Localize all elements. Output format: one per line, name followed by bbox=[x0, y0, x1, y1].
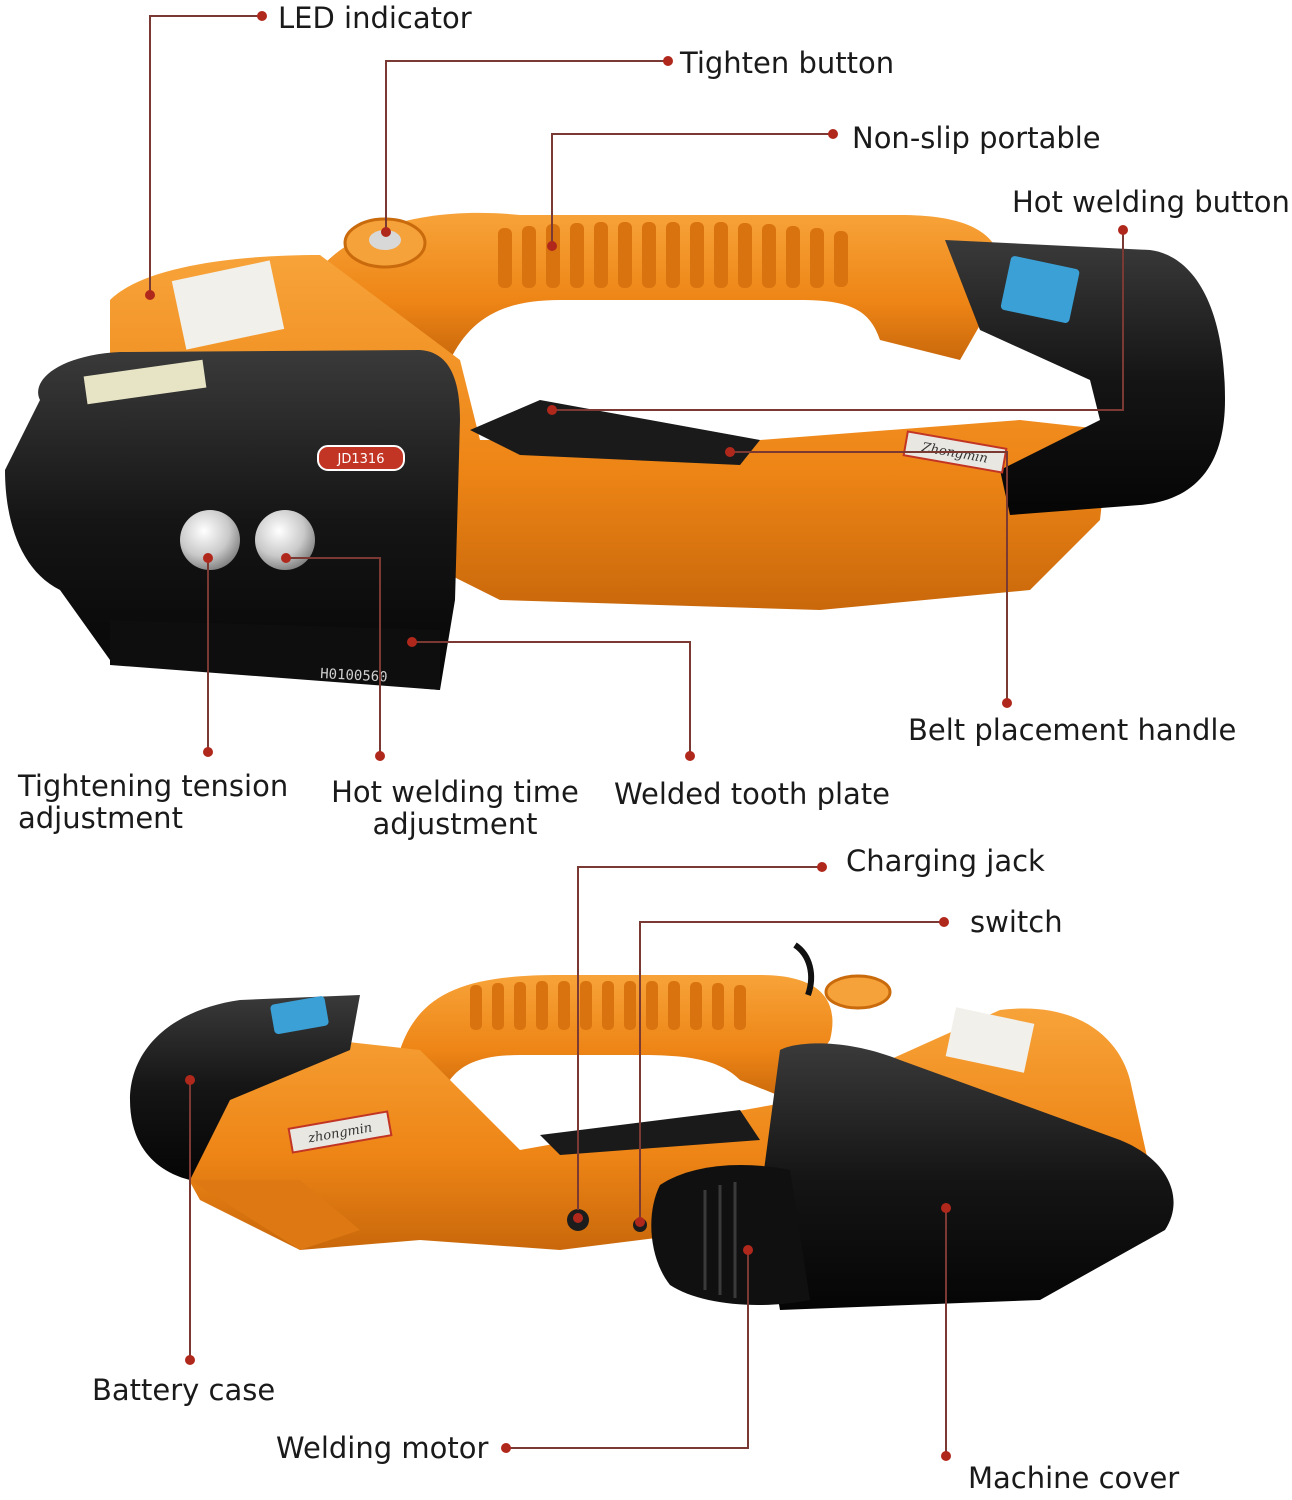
bottom-grip-ribs bbox=[470, 981, 746, 1030]
welding-time-knob bbox=[255, 510, 315, 570]
tension-knob bbox=[180, 510, 240, 570]
head-label-strip bbox=[83, 359, 207, 405]
non-slip-grip-ribs bbox=[498, 222, 848, 288]
bottom-handle bbox=[400, 975, 833, 1100]
label-hot-welding-time-adjustment: Hot welding time adjustment bbox=[331, 775, 579, 841]
label-battery-case: Battery case bbox=[92, 1373, 276, 1407]
bottom-battery-label-icon bbox=[270, 996, 329, 1035]
bottom-battery-wedge bbox=[190, 1180, 360, 1250]
label-tighten-button: Tighten button bbox=[680, 46, 895, 80]
bottom-sticker bbox=[945, 1007, 1035, 1073]
leader-lines bbox=[145, 11, 1128, 1461]
label-switch: switch bbox=[970, 905, 1063, 939]
bottom-machine-cover bbox=[760, 1043, 1174, 1310]
label-hot-welding-button: Hot welding button bbox=[1012, 185, 1290, 219]
bottom-battery-case bbox=[130, 995, 360, 1180]
label-tightening-tension-adjustment: Tightening tension adjustment bbox=[18, 769, 289, 835]
model-badge bbox=[317, 445, 405, 471]
bottom-tool-illustration: zhongmin bbox=[130, 942, 1174, 1310]
top-cable bbox=[793, 942, 815, 996]
motor-fins bbox=[703, 1182, 737, 1298]
label-led-indicator: LED indicator bbox=[278, 1, 472, 35]
label-welded-tooth-plate: Welded tooth plate bbox=[614, 777, 891, 811]
model-badge-text: JD1316 bbox=[337, 452, 385, 467]
top-machine-head bbox=[5, 350, 460, 690]
label-machine-cover: Machine cover bbox=[968, 1461, 1180, 1495]
serial-number-marking: H0100560 bbox=[320, 666, 388, 686]
label-belt-placement-handle: Belt placement handle bbox=[908, 713, 1237, 747]
battery-label-icon bbox=[1000, 256, 1080, 323]
bottom-tighten-button bbox=[824, 974, 892, 1010]
label-welding-motor: Welding motor bbox=[276, 1431, 489, 1465]
bottom-brand-plate bbox=[287, 1110, 393, 1154]
bottom-welding-motor bbox=[651, 1165, 810, 1305]
welded-tooth-plate-shape bbox=[110, 620, 440, 690]
bottom-lever bbox=[540, 1110, 760, 1155]
top-tool-illustration: H0100560 JD1316 Zhongmin bbox=[5, 212, 1225, 690]
label-charging-jack: Charging jack bbox=[846, 844, 1045, 878]
belt-placement-lever bbox=[470, 400, 760, 465]
warning-sticker bbox=[171, 260, 285, 350]
label-non-slip-portable: Non-slip portable bbox=[852, 121, 1101, 155]
